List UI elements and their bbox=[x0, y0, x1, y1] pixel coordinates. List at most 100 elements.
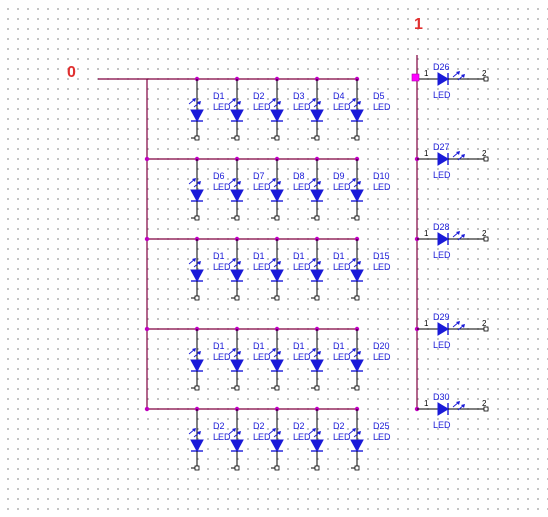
selection-grip[interactable] bbox=[411, 73, 420, 82]
led-ref-label: D30 bbox=[433, 392, 450, 402]
led-ref-label: D15 bbox=[373, 251, 390, 261]
diode-symbol bbox=[437, 322, 449, 336]
led-ref-label: D2 bbox=[253, 421, 265, 431]
led-value-label: LED bbox=[293, 432, 311, 442]
pin-end bbox=[483, 406, 489, 412]
wires-layer bbox=[98, 55, 418, 412]
led-ref-label: D2 bbox=[253, 91, 265, 101]
led-ref-label: D1 bbox=[293, 251, 305, 261]
diode-symbol bbox=[190, 189, 204, 203]
led-value-label: LED bbox=[213, 262, 231, 272]
pin-end bbox=[194, 295, 200, 301]
led-ref-label: D7 bbox=[253, 171, 265, 181]
pin-end bbox=[234, 465, 240, 471]
diode-symbol bbox=[350, 109, 364, 123]
pin-end bbox=[194, 215, 200, 221]
led-value-label: LED bbox=[213, 352, 231, 362]
diode-symbol bbox=[270, 269, 284, 283]
led-value-label: LED bbox=[433, 90, 451, 100]
junction-dot bbox=[144, 326, 150, 332]
pin-end bbox=[314, 215, 320, 221]
pin-end bbox=[274, 135, 280, 141]
led-ref-label: D2 bbox=[333, 421, 345, 431]
diode-symbol bbox=[270, 439, 284, 453]
led-ref-label: D1 bbox=[213, 251, 225, 261]
led-value-label: LED bbox=[253, 182, 271, 192]
diode-symbol bbox=[310, 439, 324, 453]
led-ref-label: D1 bbox=[213, 91, 225, 101]
pin-end bbox=[354, 295, 360, 301]
led-value-label: LED bbox=[293, 262, 311, 272]
pin-number-2: 2 bbox=[482, 69, 487, 78]
led-value-label: LED bbox=[333, 352, 351, 362]
junction-dot bbox=[144, 406, 150, 412]
diode-symbol bbox=[190, 359, 204, 373]
led-value-label: LED bbox=[293, 352, 311, 362]
net-label-right: 1 bbox=[414, 16, 423, 33]
led-ref-label: D2 bbox=[293, 421, 305, 431]
led-value-label: LED bbox=[373, 352, 391, 362]
diode-symbol bbox=[230, 439, 244, 453]
led-value-label: LED bbox=[433, 170, 451, 180]
led-value-label: LED bbox=[373, 262, 391, 272]
diode-symbol bbox=[270, 359, 284, 373]
pin-number-2: 2 bbox=[482, 229, 487, 238]
diode-symbol bbox=[437, 72, 449, 86]
led-value-label: LED bbox=[433, 340, 451, 350]
pin-end bbox=[314, 295, 320, 301]
led-ref-label: D27 bbox=[433, 142, 450, 152]
diode-symbol bbox=[310, 109, 324, 123]
pin-end bbox=[274, 215, 280, 221]
led-value-label: LED bbox=[373, 102, 391, 112]
pin-number-1: 1 bbox=[424, 69, 429, 78]
led-value-label: LED bbox=[293, 182, 311, 192]
led-ref-label: D1 bbox=[253, 341, 265, 351]
diode-symbol bbox=[310, 269, 324, 283]
led-matrix: D1LEDD2LEDD3LEDD4LEDD5LEDD6LEDD7LEDD8LED… bbox=[188, 76, 391, 471]
pin-end bbox=[274, 295, 280, 301]
diode-symbol bbox=[190, 439, 204, 453]
diode-symbol bbox=[190, 109, 204, 123]
pin-end bbox=[354, 385, 360, 391]
pin-number-2: 2 bbox=[482, 149, 487, 158]
pin-end bbox=[234, 135, 240, 141]
pin-end bbox=[234, 385, 240, 391]
pin-number-1: 1 bbox=[424, 319, 429, 328]
pin-end bbox=[194, 135, 200, 141]
diode-symbol bbox=[190, 269, 204, 283]
diode-symbol bbox=[270, 109, 284, 123]
led-value-label: LED bbox=[253, 262, 271, 272]
